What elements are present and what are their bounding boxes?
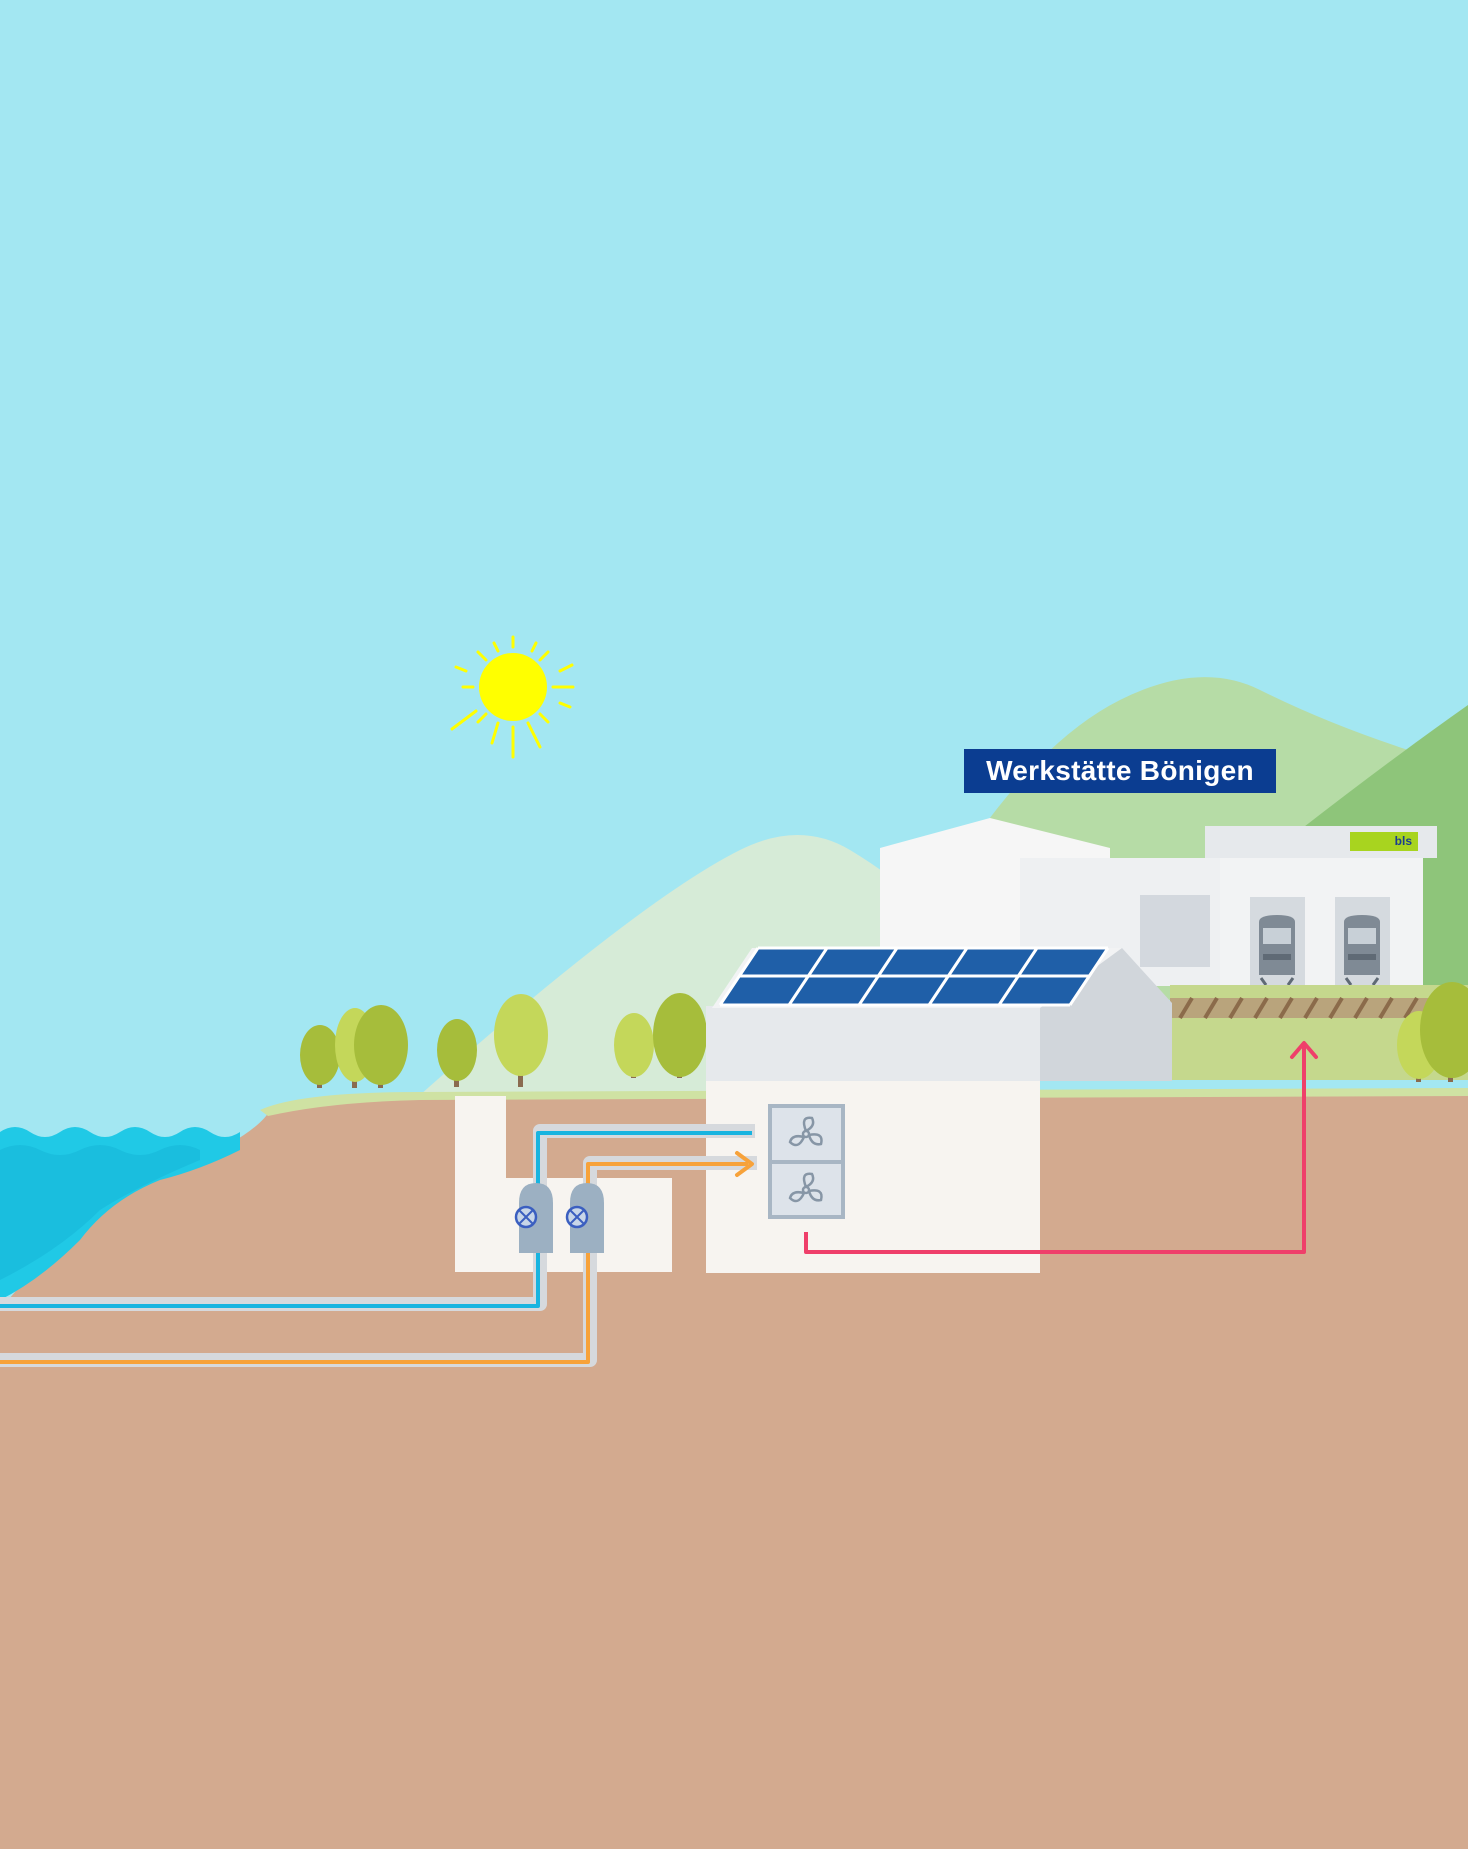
valve-icon <box>565 1183 604 1253</box>
solar-panel <box>718 946 1110 1007</box>
tree-icon <box>437 1019 477 1087</box>
workshop-building <box>880 818 1437 986</box>
tree-icon <box>354 1005 408 1088</box>
rail-track <box>1170 996 1468 1020</box>
bls-logo: bls <box>1350 832 1418 851</box>
arrow-icon <box>735 1151 754 1177</box>
tree-icon <box>494 994 548 1087</box>
arrow-icon <box>1290 1041 1318 1059</box>
tree-icon <box>614 1013 654 1078</box>
train-icon <box>1259 915 1295 986</box>
location-sign: Werkstätte Bönigen <box>964 749 1276 793</box>
pump-room <box>455 1096 672 1272</box>
valve-icon <box>514 1183 553 1253</box>
heat-distribution-line <box>804 1045 1306 1254</box>
grass-strip <box>260 1088 1468 1116</box>
tree-icon <box>300 1025 340 1088</box>
warm-pipe <box>0 1162 748 1364</box>
lake <box>0 1127 240 1300</box>
ground <box>0 1090 1468 1849</box>
heat-pump-unit <box>768 1104 845 1219</box>
tree-icon <box>653 993 707 1078</box>
fan-icon <box>788 1116 823 1147</box>
fan-icon <box>788 1172 823 1203</box>
tree-icon <box>1420 982 1468 1082</box>
train-icon <box>1344 915 1380 986</box>
heat-center-room <box>706 1078 1040 1273</box>
sun-icon <box>450 635 575 759</box>
